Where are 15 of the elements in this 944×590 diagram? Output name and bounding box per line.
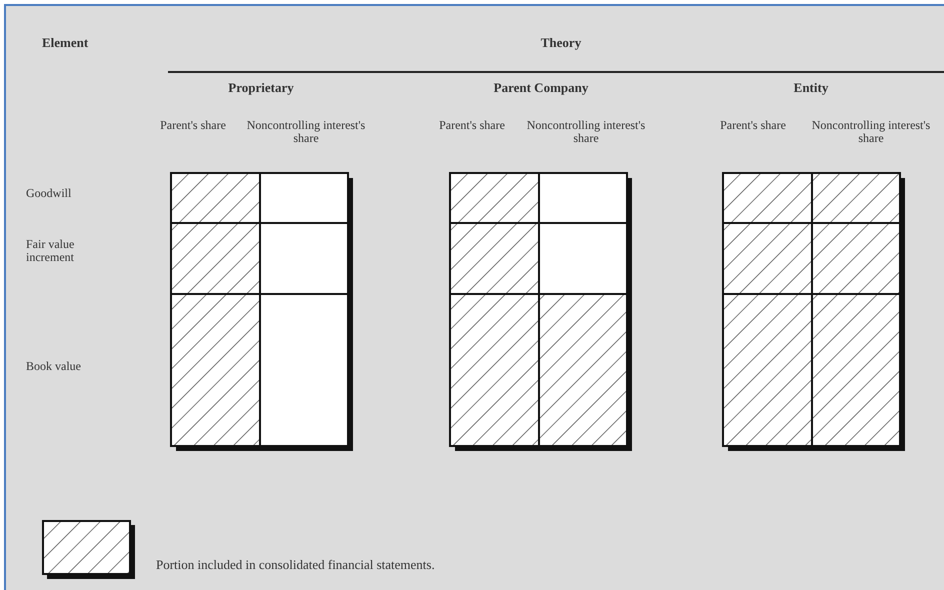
column-heading: Noncontrolling interest's share bbox=[810, 119, 932, 145]
column-heading: Noncontrolling interest's share bbox=[246, 119, 366, 145]
column-heading: Theory bbox=[540, 36, 582, 49]
row-heading: Fair value increment bbox=[26, 238, 76, 264]
column-heading: Element bbox=[42, 36, 90, 49]
column-heading: Proprietary bbox=[227, 81, 295, 94]
column-heading: Parent Company bbox=[492, 81, 590, 94]
column-heading: Noncontrolling interest's share bbox=[526, 119, 646, 145]
row-heading: Goodwill bbox=[26, 187, 72, 200]
legend-label: Portion included in consolidated financial statements. bbox=[156, 558, 435, 571]
column-heading: Parent's share bbox=[438, 119, 506, 132]
column-heading: Entity bbox=[792, 81, 830, 94]
column-heading: Parent's share bbox=[159, 119, 227, 132]
row-heading: Book value bbox=[26, 360, 82, 373]
column-heading: Parent's share bbox=[719, 119, 787, 132]
